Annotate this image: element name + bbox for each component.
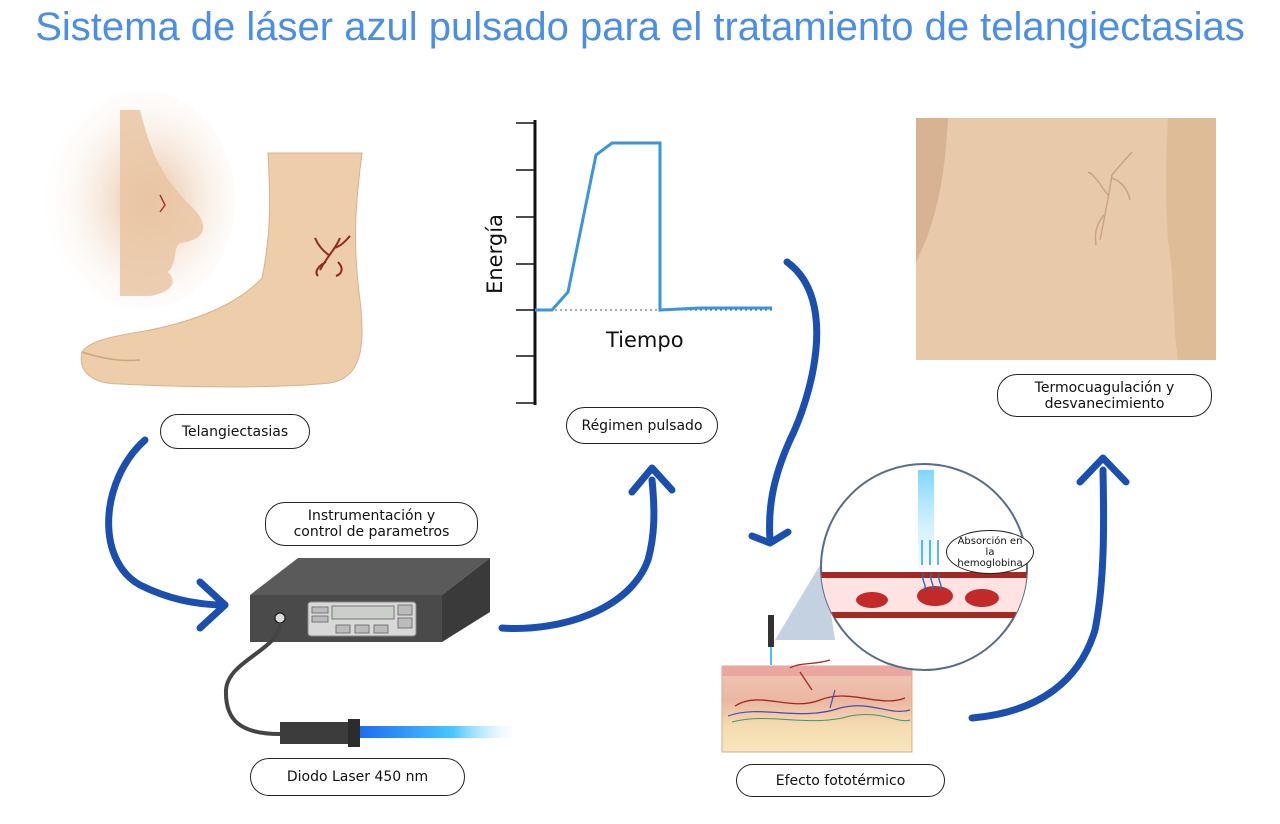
- flow-arrows: [105, 258, 1130, 722]
- foot-illustration: [80, 152, 363, 388]
- label-regimen: Régimen pulsado: [566, 407, 718, 444]
- magnified-vessel-bubble: [820, 463, 1028, 671]
- laser-device-illustration: [223, 558, 515, 747]
- photothermal-illustration: [721, 560, 913, 753]
- pulse-line: [535, 141, 772, 312]
- arrow-head-2: [628, 464, 676, 496]
- label-absorcion: Absorción en la hemoglobina: [946, 530, 1034, 574]
- telangiectasia-veins: [314, 235, 351, 277]
- label-termocoagulacion: Termocuagulación y desvanecimiento: [997, 374, 1212, 417]
- arrow-effect-to-result: [968, 466, 1108, 722]
- label-efecto: Efecto fototérmico: [736, 764, 945, 797]
- arrow-head-1: [196, 578, 229, 632]
- y-ticks: [516, 122, 535, 404]
- label-diodo: Diodo Laser 450 nm: [250, 758, 465, 796]
- arrow-head-4: [1076, 454, 1130, 486]
- chart-xlabel: Tiempo: [606, 328, 684, 352]
- arrow-telangiectasias-to-device: [105, 436, 229, 609]
- back-skin-illustration: [916, 118, 1216, 360]
- arrow-pulse-to-effect: [766, 258, 821, 544]
- label-instrumentacion: Instrumentación y control de parametros: [265, 502, 478, 546]
- label-telangiectasias: Telangiectasias: [160, 414, 310, 449]
- chart-ylabel: Energía: [482, 214, 507, 294]
- laser-beam: [360, 726, 515, 738]
- faded-veins: [1087, 151, 1133, 246]
- arrow-head-3: [748, 528, 792, 547]
- pulse-chart: [516, 120, 772, 405]
- face-profile-illustration: [45, 90, 235, 310]
- arrow-device-to-pulse: [498, 476, 658, 632]
- page-title: Sistema de láser azul pulsado para el tr…: [35, 5, 1245, 49]
